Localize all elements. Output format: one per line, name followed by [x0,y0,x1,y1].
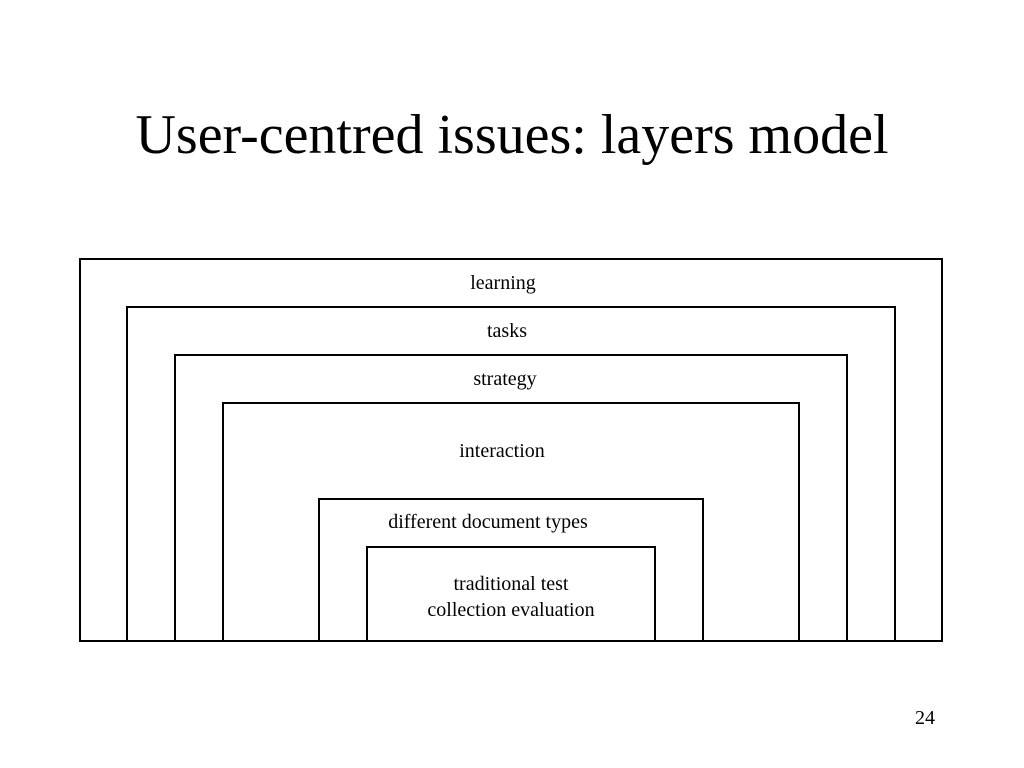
layer-interaction-box [222,402,800,642]
layer-label-document-types: different document types [388,511,588,533]
layer-strategy-box [174,354,848,642]
slide-title: User-centred issues: layers model [135,104,889,166]
layer-core-box [366,546,656,642]
layer-label-interaction: interaction [459,440,545,462]
layer-label-learning: learning [470,272,536,294]
diagram-baseline [79,640,943,642]
core-label-line-2: collection evaluation [427,599,595,621]
layer-document-types-box [318,498,704,642]
layer-label-strategy: strategy [473,368,537,390]
layer-learning-box [79,258,943,642]
layer-tasks-box [126,306,896,642]
core-label-line-1: traditional test [453,573,569,595]
layer-label-core: traditional test collection evaluation [367,571,655,623]
page-number: 24 [915,707,935,729]
layer-label-tasks: tasks [487,320,527,342]
